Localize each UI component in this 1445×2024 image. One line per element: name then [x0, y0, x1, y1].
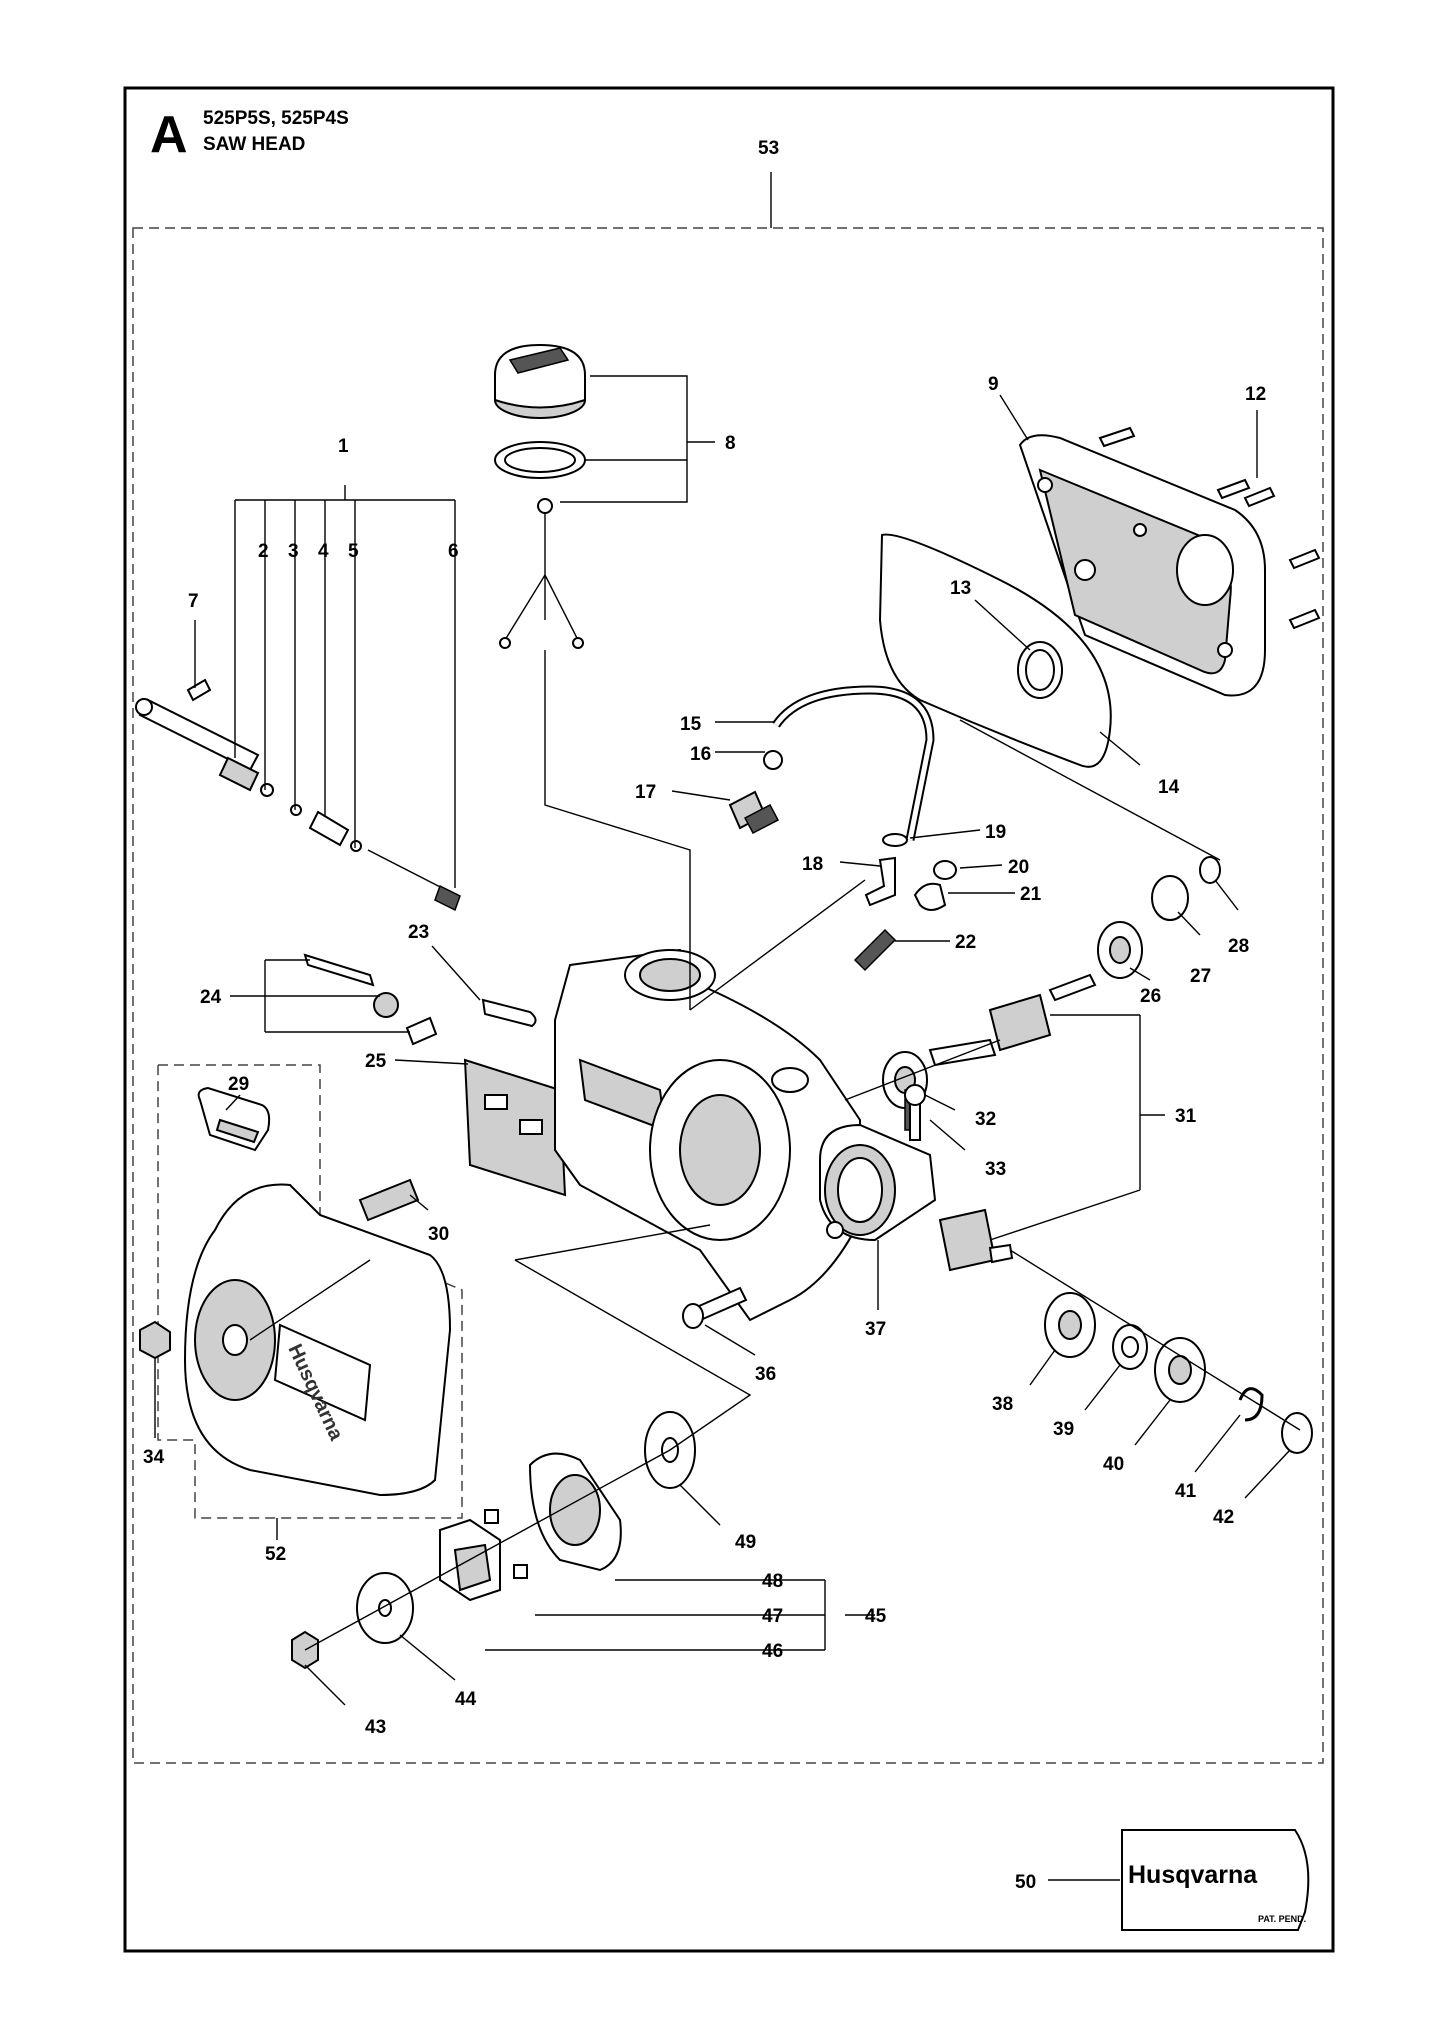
callout-25: 25	[365, 1051, 387, 1072]
decal-50: Husqvarna PAT. PEND.	[1121, 1829, 1310, 1931]
callout-4: 4	[318, 541, 329, 562]
housing-bolt	[682, 1286, 748, 1329]
callout-1: 1	[338, 436, 349, 457]
gasket	[878, 533, 1112, 768]
callout-30: 30	[428, 1224, 449, 1245]
callout-20: 20	[1008, 857, 1029, 878]
callout-42: 42	[1213, 1507, 1234, 1528]
upper-bearing-set	[1097, 856, 1221, 979]
chain-catcher	[197, 1086, 271, 1152]
callout-52: 52	[265, 1544, 286, 1565]
pump-shaft-assembly	[135, 678, 461, 912]
gear-housing	[554, 948, 861, 1322]
housing-bearing-screw	[882, 1051, 928, 1141]
decal-brand: Husqvarna	[1128, 1861, 1258, 1889]
callout-5: 5	[348, 541, 359, 562]
cover-group-boundary	[157, 1064, 463, 1519]
cover-seal	[1017, 641, 1063, 699]
callout-21: 21	[1020, 884, 1042, 905]
oil-hose	[728, 685, 935, 841]
oil-cap-assembly	[494, 343, 586, 649]
callout-31: 31	[1175, 1106, 1197, 1127]
callout-14: 14	[1158, 777, 1180, 798]
callout-39: 39	[1053, 1419, 1074, 1440]
callout-15: 15	[680, 714, 702, 735]
gear-cover	[1018, 426, 1321, 697]
outer-frame	[123, 86, 1335, 1953]
assembly-boundary	[132, 227, 1324, 1764]
callout-22: 22	[955, 932, 976, 953]
callout-49: 49	[735, 1532, 756, 1553]
bar-stud	[358, 1178, 420, 1222]
oil-pump-parts	[853, 833, 957, 972]
callout-7: 7	[188, 591, 199, 612]
callout-34: 34	[143, 1447, 165, 1468]
callout-29: 29	[228, 1074, 249, 1095]
callout-40: 40	[1103, 1454, 1124, 1475]
callout-28: 28	[1228, 936, 1249, 957]
callout-44: 44	[455, 1689, 477, 1710]
callout-36: 36	[755, 1364, 776, 1385]
callout-45: 45	[865, 1606, 887, 1627]
callout-13: 13	[950, 578, 971, 599]
callout-23: 23	[408, 922, 429, 943]
callout-53: 53	[758, 138, 779, 159]
callout-50: 50	[1015, 1872, 1036, 1893]
callout-48: 48	[762, 1571, 783, 1592]
callout-26: 26	[1140, 986, 1161, 1007]
clutch-cover: Husqvarna	[183, 1183, 452, 1497]
callout-46: 46	[762, 1641, 783, 1662]
callout-17: 17	[635, 782, 656, 803]
leader-lines	[154, 375, 1301, 1881]
cover-nut	[139, 1320, 171, 1360]
callout-2: 2	[258, 541, 269, 562]
callout-32: 32	[975, 1109, 996, 1130]
callout-38: 38	[992, 1394, 1013, 1415]
callout-33: 33	[985, 1159, 1006, 1180]
callout-43: 43	[365, 1717, 386, 1738]
bevel-gear-shafts	[928, 973, 1097, 1272]
callout-41: 41	[1175, 1481, 1197, 1502]
callout-47: 47	[762, 1606, 783, 1627]
callout-8: 8	[725, 433, 736, 454]
shaft-clamp	[819, 1123, 937, 1242]
callout-16: 16	[690, 744, 711, 765]
callouts: 1 2 3 4 5 6 7 8 9 12 13 14 15 16 17 18 1…	[143, 138, 1266, 1893]
callout-6: 6	[448, 541, 459, 562]
callout-37: 37	[865, 1319, 886, 1340]
callout-24: 24	[200, 987, 222, 1008]
diagram-title: SAW HEAD	[203, 134, 305, 155]
decal-note: PAT. PEND.	[1258, 1914, 1306, 1924]
callout-12: 12	[1245, 384, 1266, 405]
lower-bearing-stack	[1044, 1292, 1313, 1454]
bar-adjuster-parts	[303, 953, 567, 1197]
section-letter: A	[150, 106, 188, 164]
callout-27: 27	[1190, 966, 1211, 987]
callout-19: 19	[985, 822, 1006, 843]
model-numbers: 525P5S, 525P4S	[203, 108, 349, 129]
callout-3: 3	[288, 541, 299, 562]
callout-18: 18	[802, 854, 823, 875]
callout-9: 9	[988, 374, 999, 395]
